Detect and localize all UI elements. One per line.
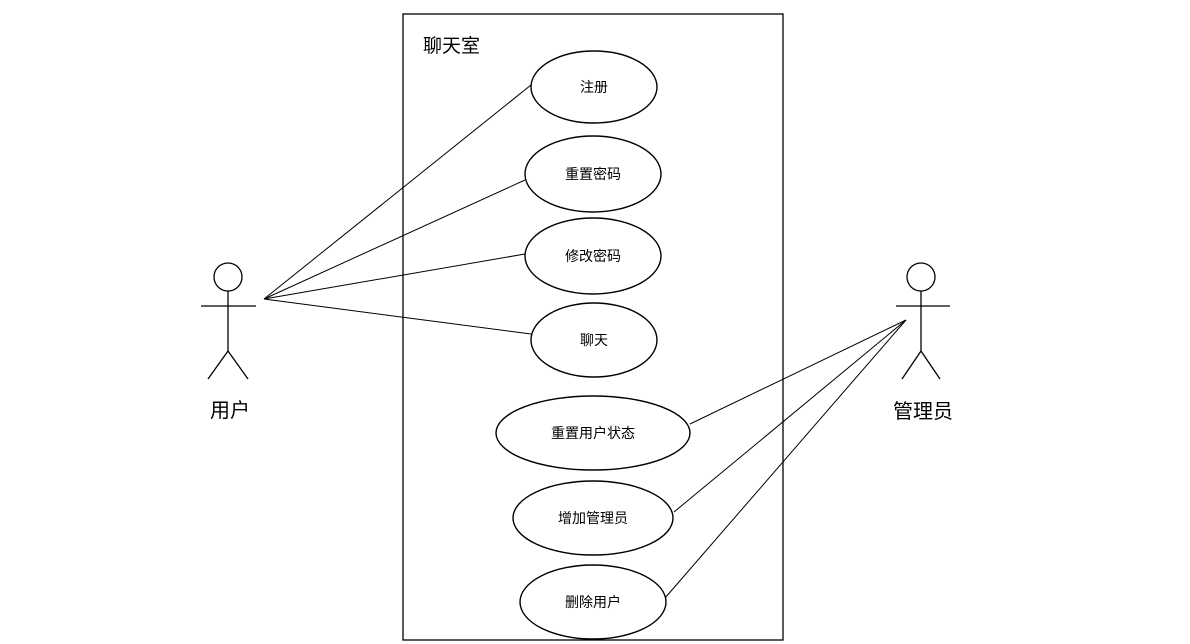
use-case-chat: 聊天 [530, 302, 658, 378]
use-case-ellipse [519, 564, 667, 640]
actor-user: 用户 [201, 262, 256, 422]
use-case-ellipse [512, 480, 674, 556]
actor-user-left-leg [207, 350, 229, 380]
admin-associations [664, 319, 907, 599]
actor-admin: 管理员 [893, 262, 953, 423]
system-title: 聊天室 [423, 35, 480, 57]
assoc-user-reset-password [263, 179, 526, 300]
actor-admin-head [906, 262, 936, 292]
assoc-admin-reset-user-status [689, 319, 907, 425]
use-case-label: 重置用户状态 [551, 425, 635, 442]
use-case-reset-password: 重置密码 [524, 135, 662, 213]
actor-admin-right-leg [920, 350, 941, 380]
use-case-label: 重置密码 [565, 166, 621, 183]
use-case-label: 聊天 [580, 333, 608, 349]
user-associations [263, 84, 532, 335]
actor-user-right-leg [227, 350, 249, 380]
assoc-user-change-password [263, 253, 526, 300]
assoc-admin-delete-user [664, 319, 907, 599]
assoc-admin-add-admin [673, 319, 907, 513]
use-case-delete-user: 删除用户 [519, 564, 667, 640]
assoc-user-chat [263, 298, 532, 335]
use-case-ellipse [495, 395, 691, 471]
actor-admin-left-leg [901, 350, 922, 380]
actor-admin-label: 管理员 [893, 399, 953, 423]
use-case-ellipse [530, 50, 658, 124]
use-case-label: 增加管理员 [558, 511, 628, 527]
use-case-add-admin: 增加管理员 [512, 480, 674, 556]
use-case-ellipse [530, 302, 658, 378]
actor-user-head [213, 262, 243, 292]
use-case-register: 注册 [530, 50, 658, 124]
use-case-ellipse [524, 135, 662, 213]
use-case-ellipse [524, 217, 662, 295]
assoc-user-register [263, 84, 532, 300]
use-case-reset-user-status: 重置用户状态 [495, 395, 691, 471]
use-case-label: 删除用户 [565, 594, 621, 611]
use-case-label: 注册 [580, 80, 608, 96]
use-case-label: 修改密码 [565, 248, 621, 265]
use-case-change-password: 修改密码 [524, 217, 662, 295]
actor-user-label: 用户 [210, 398, 250, 422]
system-boundary [402, 13, 784, 641]
